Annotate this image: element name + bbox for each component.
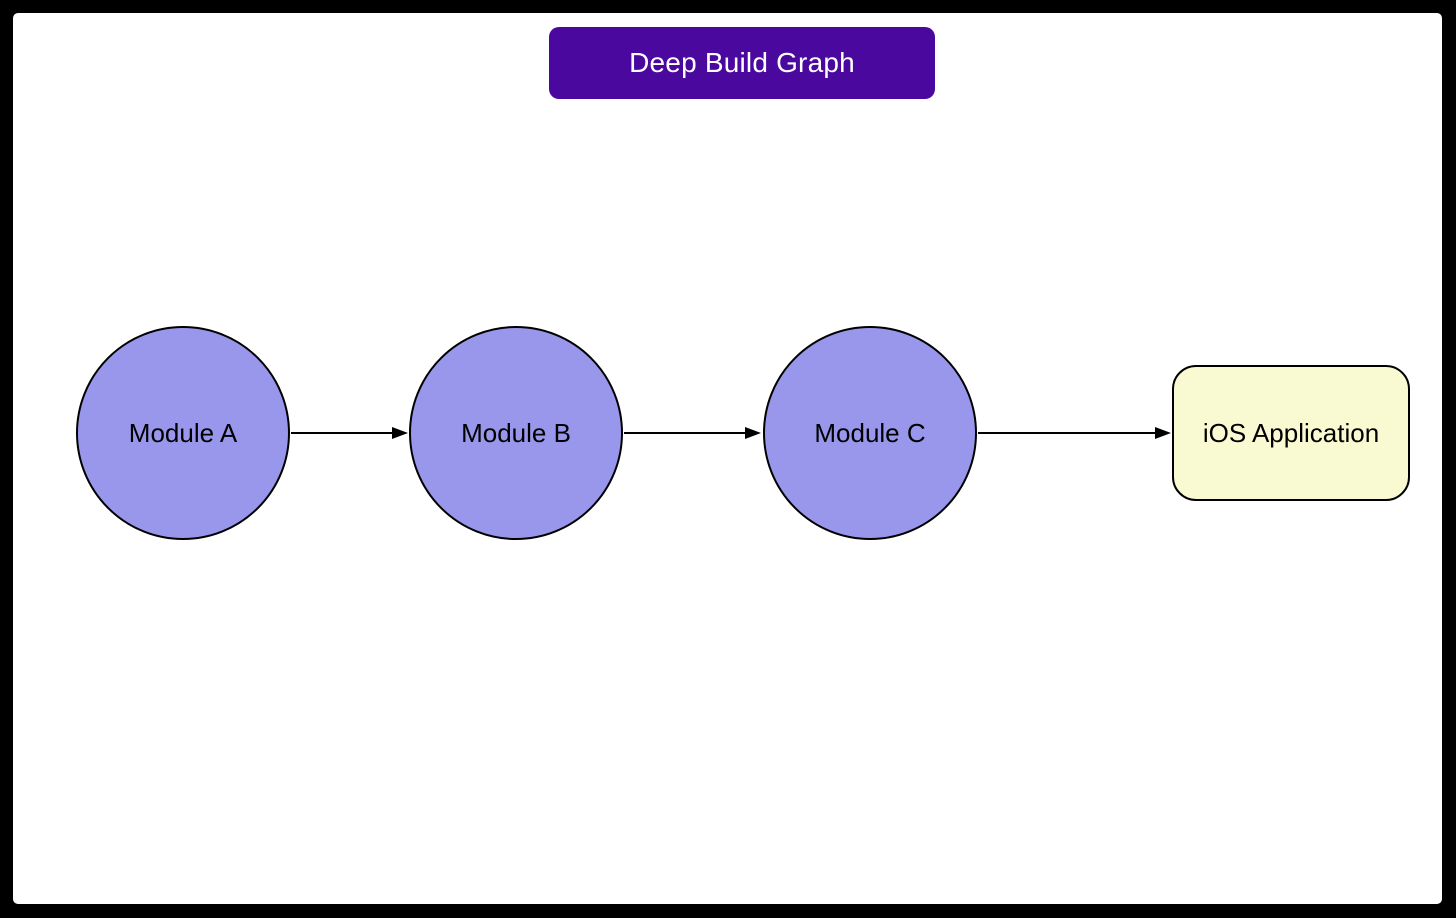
- diagram-title-label: Deep Build Graph: [629, 47, 855, 78]
- node-module-a: Module A: [76, 326, 290, 540]
- edge-line: [624, 432, 747, 435]
- edge-line: [978, 432, 1157, 435]
- edge-module-c-to-ios-application: [978, 426, 1171, 439]
- arrowhead-icon: [392, 426, 408, 439]
- diagram-canvas: Deep Build Graph Module A Module B Modul…: [13, 13, 1442, 904]
- node-module-a-label: Module A: [128, 417, 238, 448]
- arrowhead-icon: [1155, 426, 1171, 439]
- edge-module-a-to-module-b: [291, 426, 408, 439]
- edge-line: [291, 432, 394, 435]
- node-ios-application-label: iOS Application: [1202, 417, 1380, 448]
- node-module-b-label: Module B: [461, 417, 571, 448]
- node-module-b: Module B: [409, 326, 623, 540]
- edge-module-b-to-module-c: [624, 426, 761, 439]
- node-module-c-label: Module C: [814, 417, 926, 448]
- node-module-c: Module C: [763, 326, 977, 540]
- node-ios-application: iOS Application: [1172, 365, 1410, 501]
- arrowhead-icon: [745, 426, 761, 439]
- diagram-title-badge: Deep Build Graph: [549, 27, 935, 99]
